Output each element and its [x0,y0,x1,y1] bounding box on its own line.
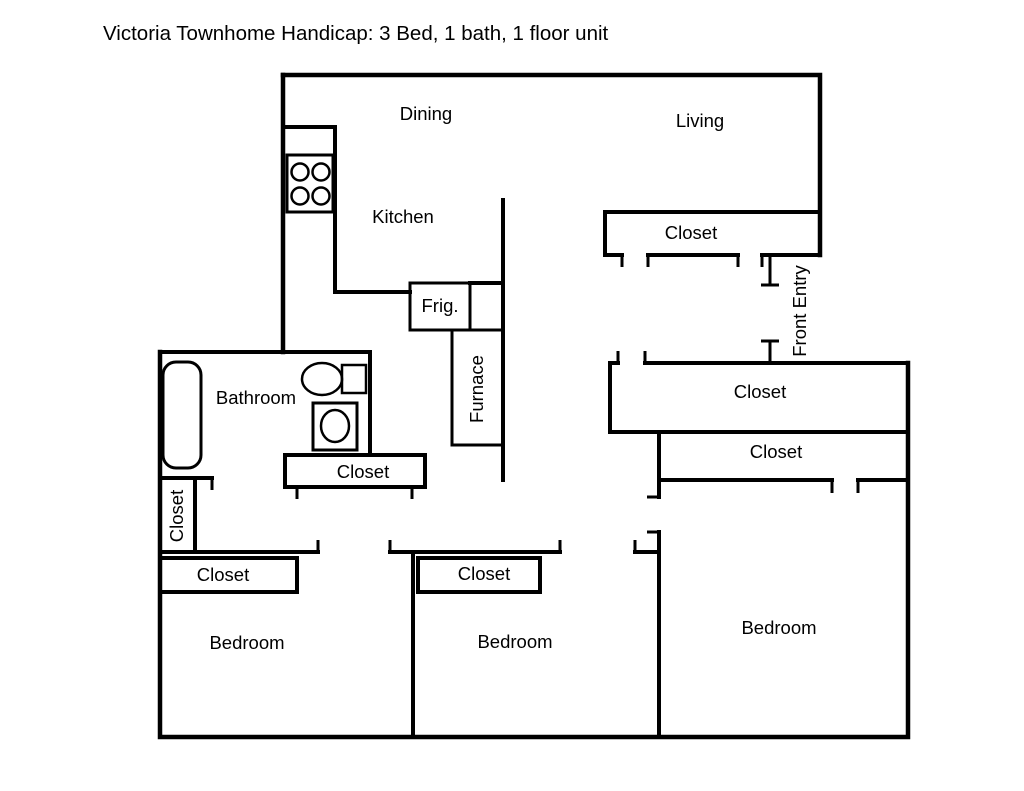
wall-exterior-left-bottom-right [157,349,911,740]
wall-hall-closet-vertical [158,476,214,554]
label-kitchen: Kitchen [372,206,434,227]
room-labels: Dining Living Kitchen Closet Front Entry… [166,103,817,653]
stove-burner [311,162,331,182]
label-front-entry: Front Entry [789,265,810,357]
page-title: Victoria Townhome Handicap: 3 Bed, 1 bat… [103,22,609,45]
label-bedroom-left: Bedroom [209,632,284,653]
furnace-box [450,328,505,447]
wall-living-closet [603,210,822,257]
label-bedroom-right: Bedroom [741,617,816,638]
exterior-walls [157,72,911,740]
label-entry-closet: Closet [734,381,786,402]
label-bathroom: Bathroom [216,387,296,408]
label-living-closet: Closet [665,222,717,243]
label-living: Living [676,110,724,131]
door-front-entry-upper [761,255,779,287]
refrigerator-box [408,281,472,332]
door-ticks-bed1-bed2 [316,540,637,552]
door-openings [210,255,860,552]
label-hall-closet-vertical: Closet [166,490,187,542]
wall-bed2-closet-box [416,556,542,594]
label-bed3-closet: Closet [750,441,802,462]
door-ticks-bed3-entry [647,495,659,534]
door-ticks-living-closet [620,255,764,267]
stove-burner [290,162,310,182]
stove-body [285,153,335,214]
door-ticks-bath-closet [295,487,414,499]
stove-icon [285,153,335,214]
label-frig: Frig. [422,295,459,316]
wall-exterior-top-right [280,72,823,258]
label-bed2-closet: Closet [458,563,510,584]
bathroom-fixtures [161,360,368,470]
door-front-entry-lower [761,339,779,363]
label-dining: Dining [400,103,452,124]
sink-basin [319,408,351,444]
label-bed1-closet: Closet [197,564,249,585]
bathtub-icon [161,360,203,470]
label-furnace: Furnace [466,355,487,423]
label-bathroom-closet: Closet [337,461,389,482]
sink-icon [311,401,359,452]
label-bedroom-middle: Bedroom [477,631,552,652]
wall-kitchen-counter [281,125,412,294]
wall-bathroom-closet-box [283,453,427,489]
wall-bed1-closet-box [158,556,299,594]
stove-burner [290,186,310,206]
stove-burner [311,186,331,206]
door-ticks-bed3-closet [830,480,860,493]
toilet-tank [340,363,368,395]
door-ticks-entry-closet [616,351,647,363]
